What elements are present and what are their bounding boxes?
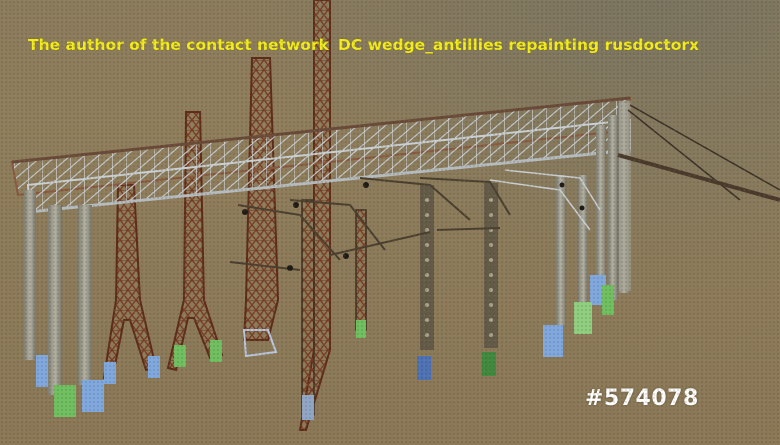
perforated-mast-blue [417,185,434,380]
concrete-pole-a [543,175,592,357]
credits-caption: DC wedge_antillies repainting rusdoctorx [338,36,700,54]
cantilever-arms [229,177,511,271]
lattice-tower-a [166,111,224,372]
portal-gantry [10,96,631,214]
insulators [242,182,585,271]
lattice-mast-dark [301,199,367,420]
lattice-tower-mid [242,57,280,358]
gantry-leg-right [590,101,631,315]
span-wires [617,104,780,202]
gantry-leg-left [24,190,104,417]
cantilever-steel [489,169,601,231]
asset-id-label: #574078 [585,386,699,411]
lattice-tower-tall [298,0,331,431]
lattice-tower-b [102,184,160,384]
author-caption: The author of the contact network [28,36,329,54]
perforated-mast-green [482,183,498,376]
